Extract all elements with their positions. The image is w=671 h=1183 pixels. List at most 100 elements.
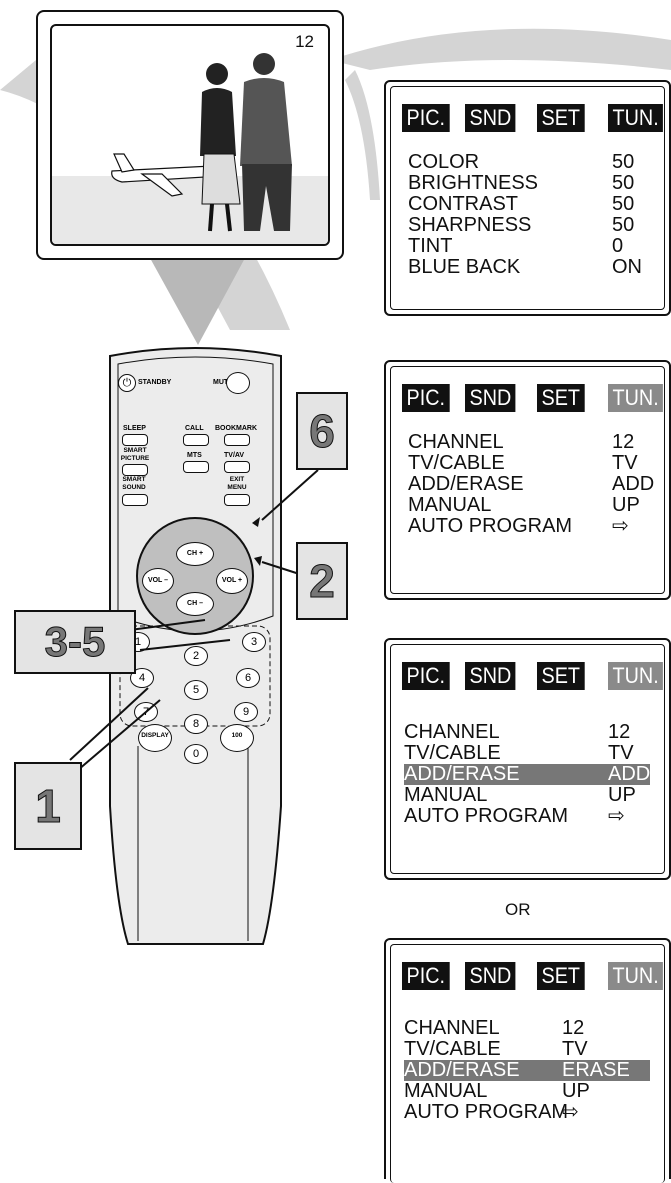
digit-5[interactable]: 5 bbox=[184, 680, 208, 700]
bookmark-button[interactable] bbox=[224, 434, 250, 446]
ch-down-button[interactable]: CH – bbox=[176, 592, 214, 616]
hundred-label: 100 bbox=[231, 732, 243, 739]
tab-set[interactable]: SET bbox=[537, 962, 585, 990]
sleep-button[interactable] bbox=[122, 434, 148, 446]
tab-snd[interactable]: SND bbox=[464, 104, 516, 132]
tab-pic[interactable]: PIC. bbox=[402, 104, 450, 132]
digit-6[interactable]: 6 bbox=[236, 668, 260, 688]
channel-number: 12 bbox=[295, 32, 314, 51]
couple-image bbox=[52, 53, 328, 244]
row-label: CHANNEL bbox=[404, 1017, 500, 1039]
tab-snd[interactable]: SND bbox=[464, 962, 516, 990]
menu-row-auto-program[interactable]: AUTO PROGRAM⇨ bbox=[404, 1102, 650, 1123]
row-label: TV/CABLE bbox=[408, 452, 505, 474]
tab-set[interactable]: SET bbox=[537, 662, 585, 690]
tab-set[interactable]: SET bbox=[537, 104, 585, 132]
ch-down-label: CH – bbox=[187, 600, 203, 607]
row-value: UP bbox=[562, 1080, 590, 1102]
ch-up-button[interactable]: CH + bbox=[176, 542, 214, 566]
smart-sound-button[interactable] bbox=[122, 494, 148, 506]
digit-3[interactable]: 3 bbox=[242, 632, 266, 652]
tab-snd[interactable]: SND bbox=[464, 384, 516, 412]
menu-row-auto-program[interactable]: AUTO PROGRAM ⇨ bbox=[408, 516, 654, 537]
display-label: DISPLAY bbox=[141, 732, 169, 739]
digit-0[interactable]: 0 bbox=[184, 744, 208, 764]
row-value: 12 bbox=[562, 1017, 585, 1039]
smart-sound-label: SMART SOUND bbox=[122, 476, 146, 491]
digit-4[interactable]: 4 bbox=[130, 668, 154, 688]
mute-button[interactable] bbox=[226, 372, 250, 394]
row-label: TV/CABLE bbox=[404, 742, 501, 764]
tab-tun[interactable]: TUN. bbox=[608, 384, 664, 412]
tab-tun[interactable]: TUN. bbox=[608, 104, 664, 132]
tvav-button[interactable] bbox=[224, 461, 250, 473]
row-value: 50 bbox=[612, 193, 635, 215]
osd-inner-frame bbox=[390, 366, 665, 594]
row-value: 50 bbox=[612, 151, 635, 173]
call-button[interactable] bbox=[183, 434, 209, 446]
digit-2[interactable]: 2 bbox=[184, 646, 208, 666]
row-label: ADD/ERASE bbox=[408, 473, 524, 495]
tab-pic[interactable]: PIC. bbox=[402, 384, 450, 412]
tab-snd[interactable]: SND bbox=[464, 662, 516, 690]
exit-menu-button[interactable] bbox=[224, 494, 250, 506]
step-badge-6: 6 bbox=[296, 392, 348, 470]
osd-inner-frame bbox=[390, 944, 665, 1183]
bookmark-label: BOOKMARK bbox=[215, 425, 257, 432]
vol-down-button[interactable]: VOL – bbox=[142, 568, 174, 594]
digit-8[interactable]: 8 bbox=[184, 714, 208, 734]
menu-tabs: PIC. SND SET TUN. bbox=[402, 962, 669, 990]
digit-9[interactable]: 9 bbox=[234, 702, 258, 722]
menu-tabs: PIC. SND SET TUN. bbox=[402, 384, 669, 412]
power-button[interactable]: ⏻ bbox=[118, 374, 136, 392]
smart-picture-button[interactable] bbox=[122, 464, 148, 476]
row-label: CHANNEL bbox=[404, 721, 500, 743]
row-label: AUTO PROGRAM bbox=[408, 515, 573, 537]
mts-button[interactable] bbox=[183, 461, 209, 473]
call-label: CALL bbox=[185, 425, 204, 432]
row-value: 50 bbox=[612, 172, 635, 194]
menu-tabs: PIC. SND SET TUN. bbox=[402, 662, 669, 690]
row-label: AUTO PROGRAM bbox=[404, 805, 569, 827]
menu-row-channel[interactable]: CHANNEL 12 bbox=[404, 1018, 650, 1039]
menu-row-auto-program[interactable]: AUTO PROGRAM⇨ bbox=[404, 806, 650, 827]
sleep-label: SLEEP bbox=[123, 425, 146, 432]
row-label: BLUE BACK bbox=[408, 256, 521, 278]
row-label: MANUAL bbox=[404, 784, 488, 806]
tab-tun[interactable]: TUN. bbox=[608, 662, 664, 690]
tab-pic[interactable]: PIC. bbox=[402, 962, 450, 990]
vol-up-button[interactable]: VOL + bbox=[216, 568, 248, 594]
tab-tun[interactable]: TUN. bbox=[608, 962, 664, 990]
arrow-right-icon: ⇨ bbox=[562, 1101, 579, 1123]
tab-pic[interactable]: PIC. bbox=[402, 662, 450, 690]
arrow-right-icon: ⇨ bbox=[612, 515, 629, 537]
hundred-button[interactable]: 100 bbox=[220, 724, 254, 752]
display-button[interactable]: DISPLAY bbox=[138, 724, 172, 752]
tab-set[interactable]: SET bbox=[537, 384, 585, 412]
row-value: ERASE bbox=[562, 1059, 630, 1081]
